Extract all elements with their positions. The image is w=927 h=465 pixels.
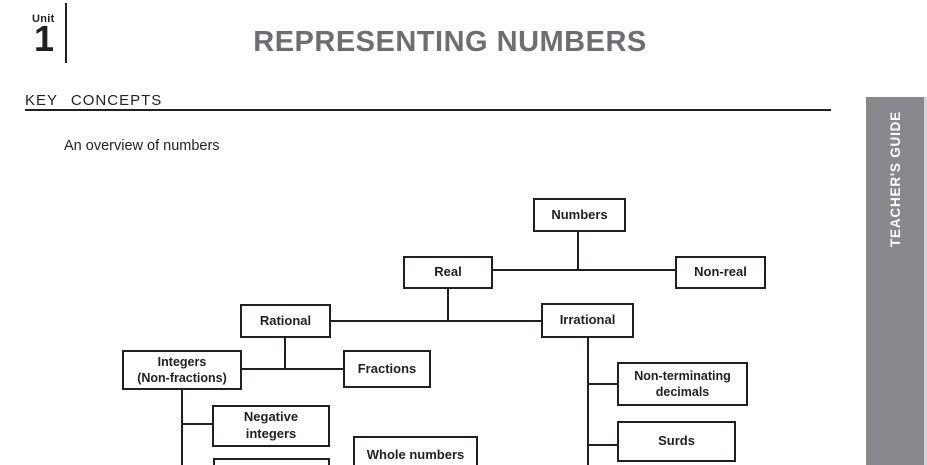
node-numbers-label: Numbers <box>551 206 608 222</box>
node-rational-label: Rational <box>259 312 312 328</box>
connector-nonterminating-branch <box>587 383 617 385</box>
node-negative-integers: Negative integers <box>212 405 330 447</box>
connector-rational-irrational <box>331 320 541 322</box>
node-non-real-label: Non-real <box>694 264 747 280</box>
node-integers: Integers (Non-fractions) <box>122 350 242 390</box>
node-non-terminating-label-line2: decimals <box>655 385 710 399</box>
connector-integers-down <box>181 390 183 465</box>
node-whole-numbers: Whole numbers <box>353 436 478 465</box>
connector-real-down <box>447 289 449 322</box>
connector-real-nonreal <box>493 269 675 271</box>
teachers-guide-tab-label: TEACHER'S GUIDE <box>887 111 903 247</box>
node-non-terminating-decimals: Non-terminating decimals <box>617 362 748 406</box>
diagram-caption: An overview of numbers <box>64 138 220 154</box>
page-title: REPRESENTING NUMBERS <box>253 26 647 58</box>
node-negative-integers-label-line2: integers <box>245 426 297 441</box>
unit-number: 1 <box>34 18 55 59</box>
unit-divider-line <box>65 3 67 63</box>
node-irrational-label: Irrational <box>559 312 616 328</box>
section-underline <box>25 109 831 111</box>
node-surds: Surds <box>617 421 736 462</box>
page-edge-strip <box>924 97 927 465</box>
teachers-guide-tab: TEACHER'S GUIDE <box>866 97 924 465</box>
connector-numbers-down <box>577 232 579 271</box>
node-real-label: Real <box>434 264 462 280</box>
node-non-terminating-label-line1: Non-terminating <box>634 368 731 383</box>
node-integers-label-line2: (Non-fractions) <box>137 371 227 385</box>
node-numbers: Numbers <box>533 198 626 232</box>
node-negative-integers-label-line1: Negative <box>243 409 299 425</box>
node-surds-label: Surds <box>658 433 695 449</box>
connector-surds-branch <box>587 444 617 446</box>
connector-irrational-down <box>587 338 589 465</box>
section-heading: KEY CONCEPTS <box>25 92 163 109</box>
node-integers-label-line1: Integers <box>157 354 207 369</box>
node-non-real: Non-real <box>675 256 766 289</box>
node-cropped-box <box>213 458 330 465</box>
node-fractions-label: Fractions <box>357 360 417 376</box>
node-fractions: Fractions <box>343 350 431 388</box>
node-rational: Rational <box>240 304 331 338</box>
node-whole-numbers-label: Whole numbers <box>366 446 465 462</box>
connector-negative-integers-branch <box>181 423 212 425</box>
unit-label: Unit <box>32 13 55 25</box>
connector-integers-fractions <box>242 368 343 370</box>
connector-rational-down <box>284 338 286 370</box>
node-irrational: Irrational <box>541 303 634 338</box>
node-real: Real <box>403 256 493 289</box>
